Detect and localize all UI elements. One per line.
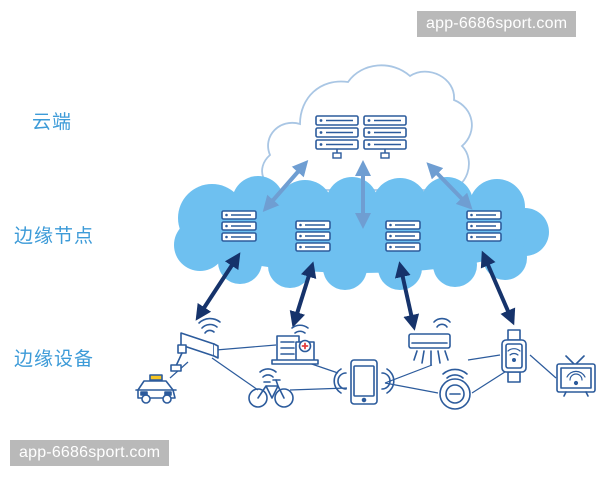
tier-label-edge-devices: 边缘设备 <box>14 348 95 370</box>
edge-server-rack-icon-1 <box>221 210 257 242</box>
bicycle-icon <box>248 368 294 408</box>
device-mesh-lines <box>169 344 557 394</box>
cloud-edge-links <box>262 159 473 229</box>
watermark-bottom: app-6686sport.com <box>10 440 170 466</box>
edge-device-links <box>195 250 516 331</box>
cloud-tier-cloud <box>261 64 473 191</box>
edge-server-rack-icon-2 <box>295 220 331 252</box>
tier-label-cloud: 云端 <box>32 111 73 133</box>
cloud-edge-arrow-1 <box>262 159 309 213</box>
smartphone-icon <box>333 359 395 405</box>
watermark-top: app-6686sport.com <box>417 11 577 37</box>
edge-server-rack-icon-3 <box>385 220 421 252</box>
edge-server-rack-icon-4 <box>466 210 502 242</box>
air-conditioner-icon <box>408 317 451 366</box>
smart-tv-icon <box>556 355 596 397</box>
tier-label-edge-nodes: 边缘节点 <box>14 225 95 247</box>
surveillance-camera-icon <box>170 317 221 372</box>
smartwatch-icon <box>501 329 527 383</box>
taxi-icon <box>135 374 177 404</box>
hospital-building-icon <box>271 324 319 365</box>
edge-device-arrow-4 <box>480 250 516 326</box>
edge-device-arrow-1 <box>195 252 241 321</box>
edge-device-arrow-2 <box>289 261 317 328</box>
cloud-edge-arrow-3 <box>426 162 473 210</box>
edge-device-arrow-3 <box>394 261 420 331</box>
robot-vacuum-icon <box>439 368 471 410</box>
